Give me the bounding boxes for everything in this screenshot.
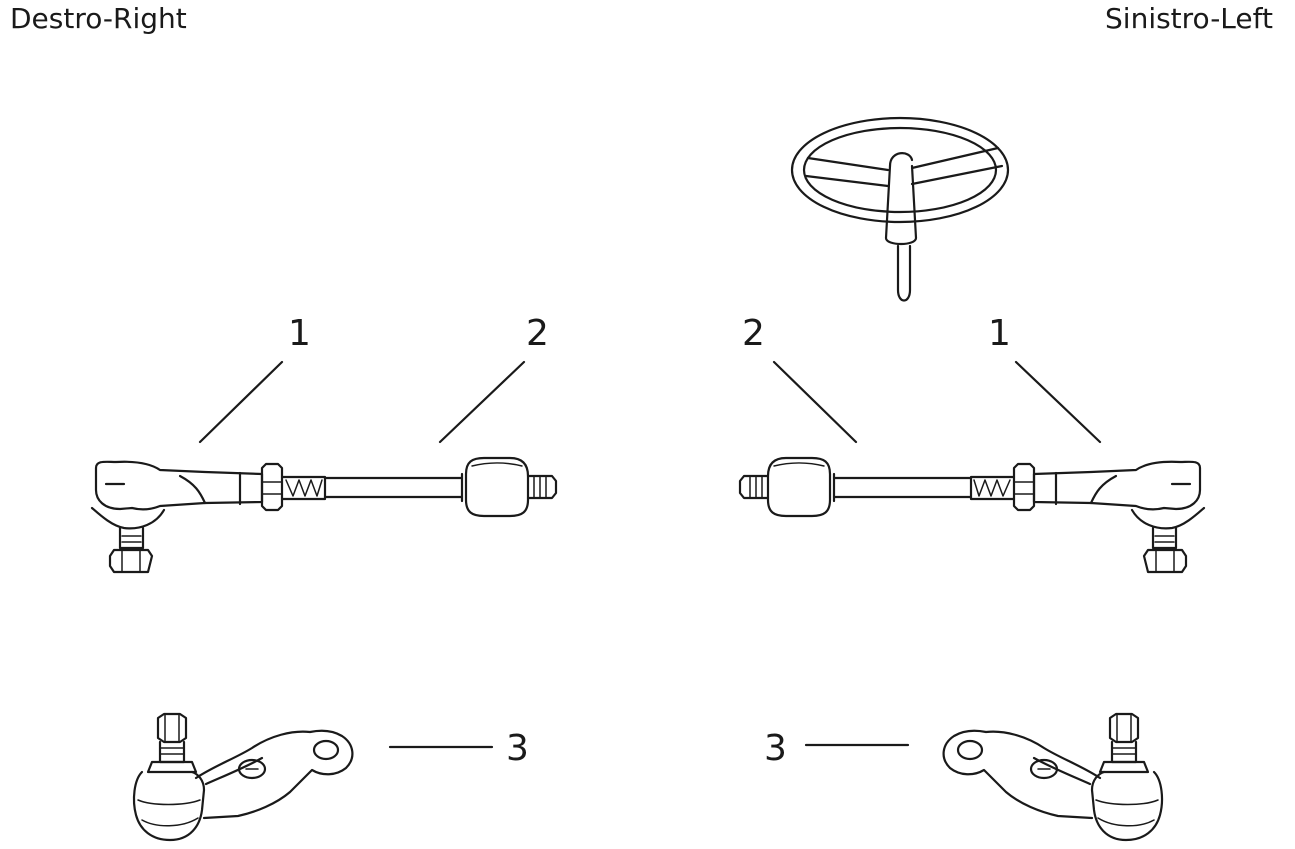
header-left-hand: Sinistro-Left <box>1105 2 1273 35</box>
leader-line-1-right <box>198 360 284 444</box>
ball-joint-left <box>942 712 1164 842</box>
callout-2-right: 2 <box>526 313 549 354</box>
header-right-hand: Destro-Right <box>10 2 187 35</box>
callout-1-left: 1 <box>988 313 1011 354</box>
leader-line-2-left <box>772 360 858 444</box>
callout-1-right: 1 <box>288 313 311 354</box>
leader-line-2-right <box>438 360 526 444</box>
tie-rod-assembly-right <box>90 456 558 574</box>
leader-line-1-left <box>1014 360 1102 444</box>
steering-wheel-icon <box>790 116 1010 302</box>
callout-2-left: 2 <box>742 313 765 354</box>
callout-3-right: 3 <box>506 728 529 769</box>
tie-rod-assembly-left <box>738 456 1206 574</box>
ball-joint-right <box>132 712 354 842</box>
callout-3-left: 3 <box>764 728 787 769</box>
